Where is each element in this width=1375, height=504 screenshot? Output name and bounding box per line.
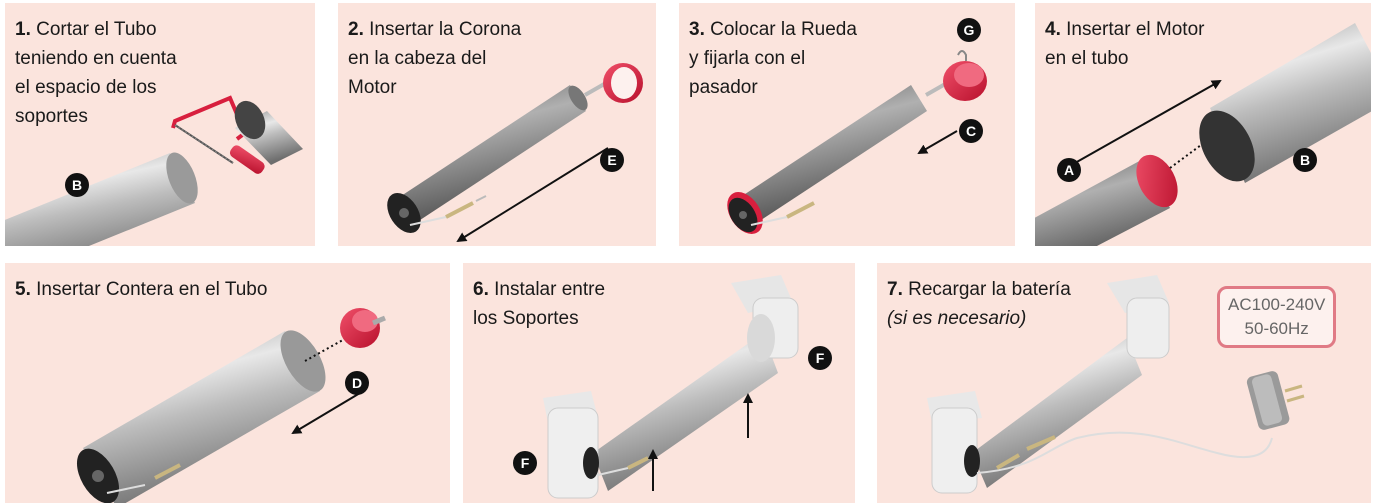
voltage-label: AC100-240V 50-60Hz — [1217, 286, 1337, 348]
label-d: D — [345, 371, 369, 395]
step-6-panel: 6. Instalar entre los Soportes F F — [463, 263, 855, 503]
step-2-illustration — [387, 63, 643, 243]
tube-piece — [234, 100, 303, 165]
step-7-illustration — [927, 275, 1305, 494]
tube-body — [5, 153, 195, 246]
bracket-right — [1107, 275, 1170, 359]
step-1-illustration — [5, 95, 303, 246]
arrow-e — [456, 147, 609, 243]
crown-ring — [1136, 154, 1178, 208]
step-3-illustration — [727, 50, 987, 234]
tube-body — [83, 331, 320, 503]
bracket-left — [543, 391, 599, 499]
step-1-title: 1. Cortar el Tubo teniendo en cuenta el … — [15, 19, 177, 127]
motor-body — [1035, 158, 1170, 246]
step-2-panel: 2. Insertar la Corona en la cabeza del M… — [338, 3, 656, 246]
step-4-illustration — [1035, 23, 1371, 246]
step-5-illustration — [76, 308, 386, 503]
step-5-title: 5. Insertar Contera en el Tubo — [15, 279, 268, 300]
label-f-left: F — [513, 451, 537, 475]
step-4-title: 4. Insertar el Motor en el tubo — [1045, 19, 1205, 69]
pin-icon — [957, 50, 967, 61]
charger-cable — [976, 431, 1273, 474]
crown-ring — [603, 63, 643, 103]
step-7-panel: 7. Recargar la batería (si es necesario)… — [877, 263, 1371, 503]
step-5-panel: 5. Insertar Contera en el Tubo D — [5, 263, 450, 503]
wheel — [943, 61, 987, 101]
label-g: G — [957, 18, 981, 42]
motor-body — [739, 85, 927, 224]
saw-icon — [171, 95, 265, 174]
step-3-panel: 3. Colocar la Rueda y fijarla con el pas… — [679, 3, 1015, 246]
label-c: C — [959, 119, 983, 143]
bracket-right — [731, 275, 799, 362]
label-e: E — [600, 148, 624, 172]
label-a: A — [1057, 158, 1081, 182]
label-f-right: F — [808, 346, 832, 370]
tube-end — [166, 152, 198, 204]
arrow-c — [917, 130, 958, 155]
step-2-title: 2. Insertar la Corona en la cabeza del M… — [348, 19, 522, 98]
tube-body — [593, 333, 778, 491]
tube-body — [972, 338, 1142, 488]
step-4-panel: 4. Insertar el Motor en el tubo A B — [1035, 3, 1371, 246]
label-b: B — [65, 173, 89, 197]
step-1-panel: 1. Cortar el Tubo teniendo en cuenta el … — [5, 3, 315, 246]
label-b: B — [1293, 148, 1317, 172]
charger-plug-icon — [1246, 371, 1305, 430]
arrow-d — [291, 392, 361, 435]
step-7-title: 7. Recargar la batería (si es necesario) — [887, 279, 1071, 329]
step-6-title: 6. Instalar entre los Soportes — [473, 279, 606, 329]
step-3-title: 3. Colocar la Rueda y fijarla con el pas… — [689, 19, 857, 98]
end-cap — [340, 308, 386, 348]
motor-body — [398, 85, 586, 224]
step-6-illustration — [543, 275, 799, 499]
bracket-left — [927, 391, 982, 494]
arrow-a — [1074, 80, 1222, 164]
